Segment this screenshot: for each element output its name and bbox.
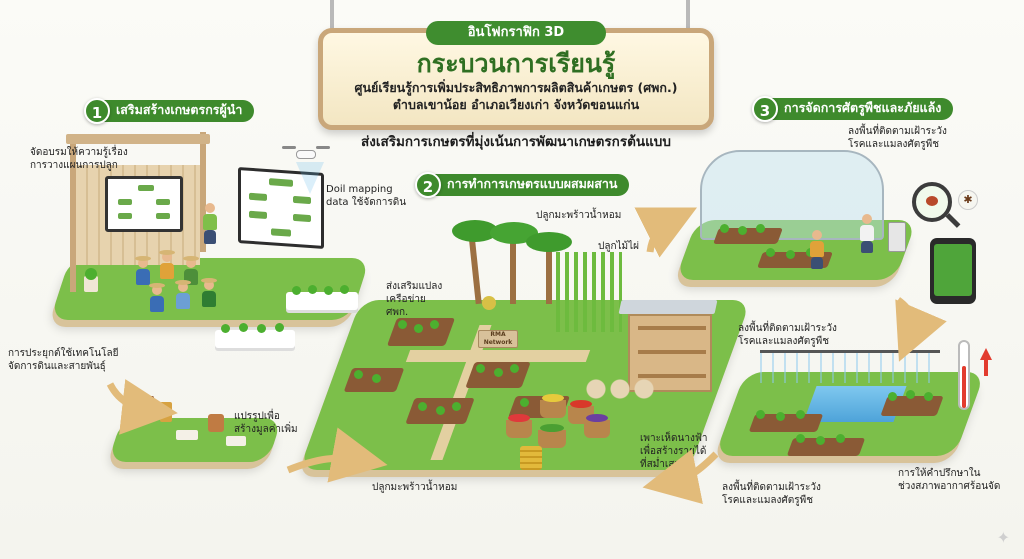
smartphone-icon bbox=[930, 238, 976, 304]
section-2-label: การทำการเกษตรแบบผสมผสาน bbox=[433, 174, 630, 196]
section-1-number: 1 bbox=[84, 98, 110, 124]
title-hanger-left bbox=[330, 0, 334, 30]
farmer-figure bbox=[175, 280, 191, 309]
inspector-figure bbox=[860, 214, 874, 253]
produce-basket bbox=[584, 414, 610, 438]
produce-basket bbox=[540, 394, 566, 418]
pavilion-post-right bbox=[200, 132, 206, 252]
title-tag: อินโฟกราฟิก 3D bbox=[426, 21, 606, 45]
potted-plant bbox=[84, 268, 98, 292]
heat-arrow-stem bbox=[984, 360, 988, 376]
label-drought: การให้คำปรึกษาใน ช่วงสภาพอากาศร้อนจัด bbox=[898, 468, 1001, 492]
sparkle-icon: ✦ bbox=[996, 528, 1010, 547]
pavilion-post-left bbox=[70, 142, 76, 292]
bamboo-grove-icon bbox=[556, 252, 622, 332]
section-1-label: เสริมสร้างเกษตรกรผู้นำ bbox=[102, 100, 255, 122]
product-pack bbox=[226, 436, 246, 446]
section-3-number: 3 bbox=[752, 96, 778, 122]
magnifier-icon bbox=[912, 182, 952, 222]
drone-scan-beam bbox=[296, 162, 324, 194]
planter-box bbox=[286, 285, 358, 310]
arrow-irrigation-to-s2 bbox=[642, 449, 719, 504]
bug-icon: ✱ bbox=[958, 190, 978, 210]
produce-basket bbox=[538, 424, 566, 448]
coconut-trunk bbox=[510, 236, 516, 304]
coin-stack bbox=[520, 446, 542, 470]
section-2-header: 2 การทำการเกษตรแบบผสมผสาน bbox=[415, 172, 630, 198]
sprinkler-pipe bbox=[760, 350, 940, 353]
title-board: อินโฟกราฟิก 3D กระบวนการเรียนรู้ ศูนย์เร… bbox=[318, 21, 714, 130]
label-coconut-bottom: ปลูกมะพร้าวน้ำหอม bbox=[372, 482, 458, 493]
page-subtitle-location: ตำบลเขาน้อย อำเภอเวียงเก่า จังหวัดขอนแก่… bbox=[392, 97, 640, 112]
section-2-number: 2 bbox=[415, 172, 441, 198]
arrow-s2-to-s3 bbox=[634, 207, 698, 258]
label-pest-mid: ลงพื้นที่ติดตามเฝ้าระวัง โรคและแมลงศัตรู… bbox=[738, 323, 837, 347]
inspector-figure bbox=[810, 230, 824, 269]
farmer-figure bbox=[201, 278, 217, 307]
farmer-figure bbox=[149, 283, 165, 312]
page-title: กระบวนการเรียนรู้ bbox=[416, 49, 616, 78]
greenhouse-structure bbox=[700, 150, 884, 240]
network-sign: RMA Network bbox=[478, 330, 518, 348]
sensor-post-icon bbox=[888, 222, 906, 252]
title-hanger-right bbox=[686, 0, 690, 30]
coconut-tree-icon bbox=[452, 220, 498, 242]
drone-icon bbox=[282, 144, 330, 162]
label-tech: การประยุกต์ใช้เทคโนโลยี จัดการดินและสายพ… bbox=[8, 348, 119, 372]
farmer-figure bbox=[159, 250, 175, 279]
jar bbox=[208, 414, 224, 432]
produce-basket bbox=[506, 414, 532, 438]
product-pack bbox=[176, 430, 198, 440]
instructor-figure bbox=[203, 203, 217, 244]
tagline: ส่งเสริมการเกษตรที่มุ่งเน้นการพัฒนาเกษตร… bbox=[361, 134, 671, 150]
arrow-process-to-s2 bbox=[286, 427, 388, 483]
thermometer-icon bbox=[958, 340, 970, 410]
coconut-fruit bbox=[482, 296, 496, 310]
pavilion-beam bbox=[66, 134, 210, 144]
page-subtitle-center: ศูนย์เรียนรู้การเพิ่มประสิทธิภาพการผลิตส… bbox=[354, 80, 678, 95]
coconut-trunk bbox=[546, 244, 552, 304]
presentation-board bbox=[105, 176, 183, 232]
label-training: จัดอบรมให้ความรู้เรื่อง การวางแผนการปลูก bbox=[30, 147, 128, 171]
label-pest-bottom: ลงพื้นที่ติดตามเฝ้าระวัง โรคและแมลงศัตรู… bbox=[722, 482, 821, 506]
arrow-s3-down bbox=[895, 297, 947, 362]
label-coconut-top: ปลูกมะพร้าวน้ำหอม bbox=[536, 210, 622, 221]
section-3-label: การจัดการศัตรูพืชและภัยแล้ง bbox=[770, 98, 954, 120]
label-process: แปรรูปเพื่อ สร้างมูลค่าเพิ่ม bbox=[234, 411, 298, 435]
farmer-figure bbox=[135, 256, 151, 285]
planter-box bbox=[215, 323, 295, 348]
label-drone: Doil mapping data ใช้จัดการดิน bbox=[326, 184, 407, 208]
heat-arrow-icon bbox=[980, 348, 992, 360]
label-network: ส่งเสริมแปลง เครือข่าย ศพก. bbox=[386, 281, 443, 318]
section-3-header: 3 การจัดการศัตรูพืชและภัยแล้ง bbox=[752, 96, 954, 122]
arrow-s1-to-process bbox=[106, 379, 178, 435]
label-pest-top: ลงพื้นที่ติดตามเฝ้าระวัง โรคและแมลงศัตรู… bbox=[848, 126, 947, 150]
label-bamboo: ปลูกไม้ไผ่ bbox=[598, 241, 640, 252]
section-1-header: 1 เสริมสร้างเกษตรกรผู้นำ bbox=[84, 98, 255, 124]
coconut-tree-icon bbox=[526, 232, 572, 252]
mushroom-sacks bbox=[580, 374, 660, 404]
